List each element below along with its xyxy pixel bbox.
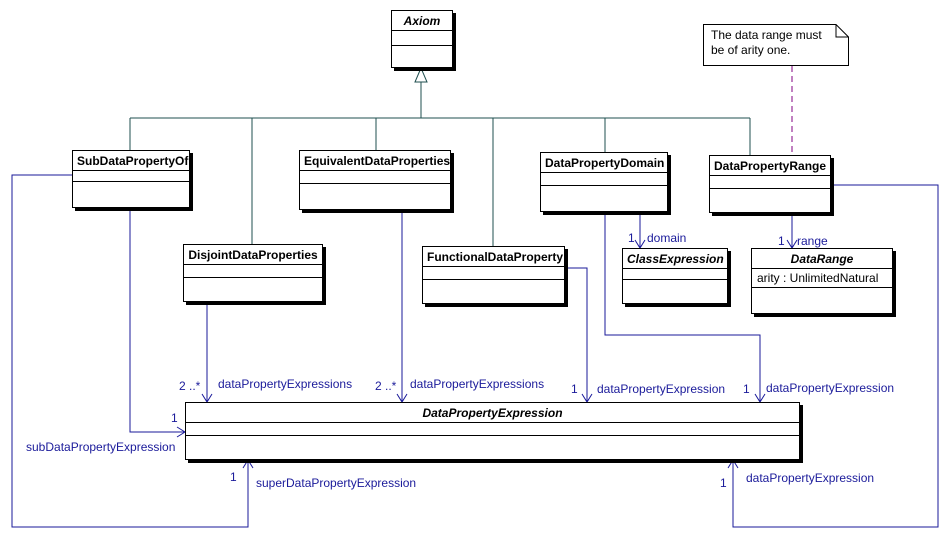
class-data-range[interactable]: DataRange arity : UnlimitedNatural — [751, 248, 893, 314]
equivalent-role: dataPropertyExpressions — [410, 377, 545, 391]
generalization-lines — [129, 66, 751, 246]
attributes-compartment — [392, 31, 452, 46]
generalization-arrowhead — [414, 66, 428, 83]
class-data-property-range[interactable]: DataPropertyRange — [709, 155, 831, 213]
sub-role: subDataPropertyExpression — [26, 440, 176, 454]
class-name: ClassExpression — [623, 249, 727, 269]
attributes-compartment — [73, 171, 189, 182]
super-role: superDataPropertyExpression — [256, 476, 417, 490]
class-name: DisjointDataProperties — [184, 245, 322, 265]
equivalent-multiplicity: 2 ..* — [375, 379, 397, 393]
attributes-compartment — [184, 265, 322, 278]
class-equivalent-data-properties[interactable]: EquivalentDataProperties — [299, 150, 451, 210]
class-attribute: arity : UnlimitedNatural — [757, 271, 879, 285]
attributes-compartment — [623, 269, 727, 280]
disjoint-role: dataPropertyExpressions — [218, 377, 353, 391]
attributes-compartment — [300, 171, 450, 184]
range-dpe-role: dataPropertyExpression — [746, 471, 875, 485]
attributes-compartment — [541, 173, 667, 186]
constraint-note: The data range must be of arity one. — [703, 24, 849, 66]
class-name: DataPropertyDomain — [541, 153, 667, 173]
class-name: DataRange — [752, 249, 892, 269]
range-multiplicity: 1 — [778, 234, 785, 248]
note-shape — [703, 24, 849, 66]
class-axiom[interactable]: Axiom — [391, 10, 453, 68]
attributes-compartment — [710, 176, 830, 189]
class-name: DataPropertyRange — [710, 156, 830, 176]
attributes-compartment: arity : UnlimitedNatural — [752, 269, 892, 288]
class-data-property-domain[interactable]: DataPropertyDomain — [540, 152, 668, 212]
class-name: FunctionalDataProperty — [423, 247, 564, 267]
note-line-1: The data range must — [711, 28, 822, 42]
class-name: DataPropertyExpression — [186, 403, 799, 423]
domain-dpe-multiplicity: 1 — [743, 382, 750, 396]
class-class-expression[interactable]: ClassExpression — [622, 248, 728, 304]
attributes-compartment — [186, 423, 799, 436]
domain-role: domain — [647, 231, 687, 245]
range-role: range — [797, 234, 828, 248]
domain-dpe-role: dataPropertyExpression — [766, 381, 895, 395]
super-multiplicity: 1 — [230, 470, 237, 484]
note-line-2: be of arity one. — [711, 43, 791, 57]
attributes-compartment — [423, 267, 564, 280]
domain-multiplicity: 1 — [628, 231, 635, 245]
functional-role: dataPropertyExpression — [597, 382, 726, 396]
functional-multiplicity: 1 — [571, 382, 578, 396]
sub-multiplicity: 1 — [171, 411, 178, 425]
class-data-property-expression[interactable]: DataPropertyExpression — [185, 402, 800, 460]
note-text: The data range must be of arity one. — [711, 28, 822, 58]
disjoint-multiplicity: 2 ..* — [179, 379, 201, 393]
class-sub-data-property-of[interactable]: SubDataPropertyOf — [72, 150, 190, 208]
class-name: EquivalentDataProperties — [300, 151, 450, 171]
class-functional-data-property[interactable]: FunctionalDataProperty — [422, 246, 565, 304]
class-disjoint-data-properties[interactable]: DisjointDataProperties — [183, 244, 323, 302]
range-dpe-multiplicity: 1 — [720, 476, 727, 490]
class-name: SubDataPropertyOf — [73, 151, 189, 171]
class-name: Axiom — [392, 11, 452, 31]
